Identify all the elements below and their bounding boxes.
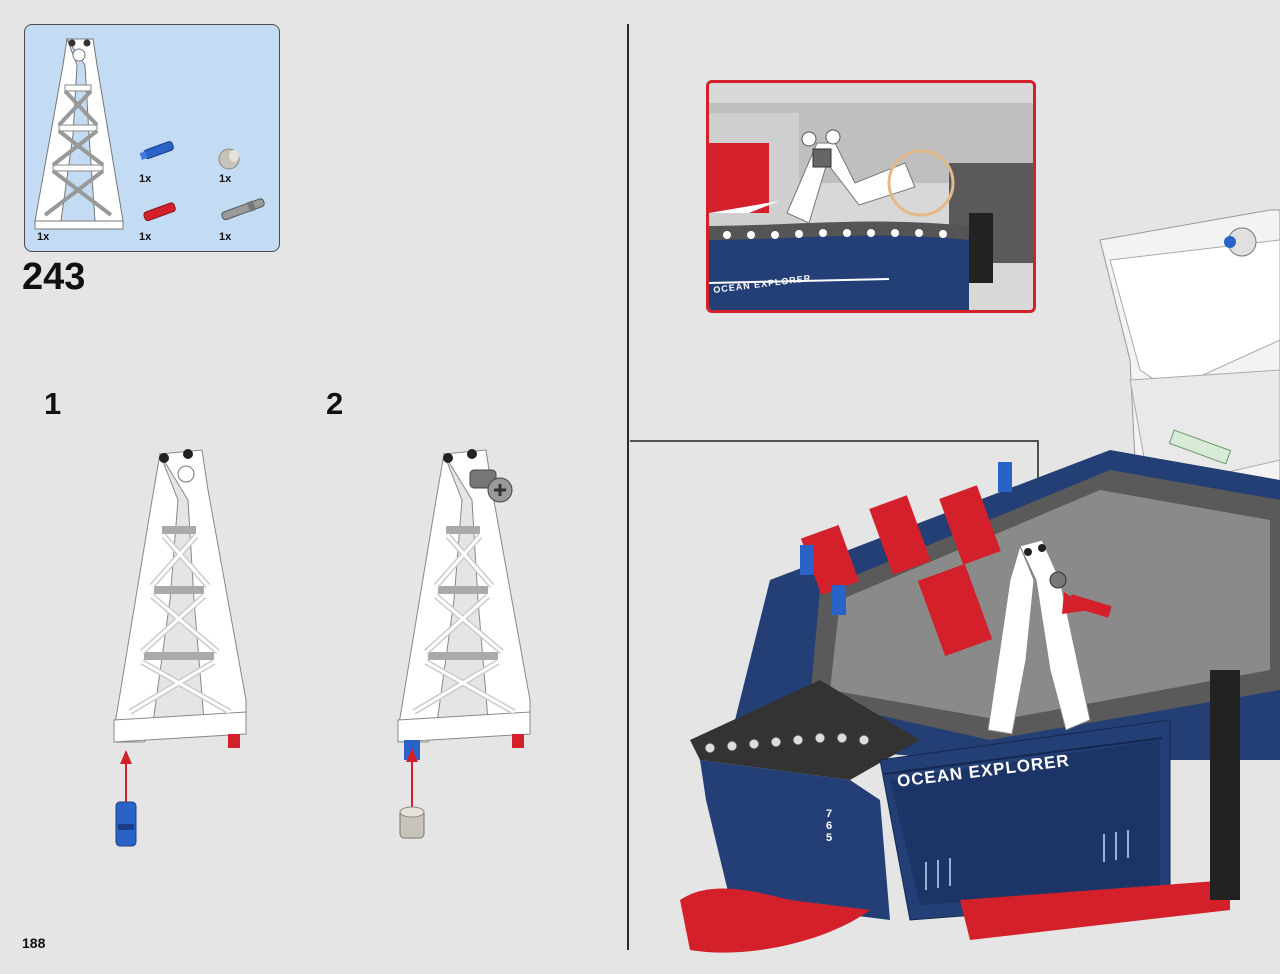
a-frame-icon xyxy=(397,449,531,760)
page-number: 188 xyxy=(22,935,46,951)
callout-illustration xyxy=(709,83,1033,310)
a-frame-icon xyxy=(113,449,247,748)
red-pin-part-icon xyxy=(143,202,176,222)
tan-bush-part-icon xyxy=(218,148,240,170)
gray-pin-part-icon xyxy=(221,198,265,221)
parts-list-box: 1x 1x 1x 1x 1x xyxy=(24,24,280,252)
page-divider xyxy=(627,24,629,950)
depth-marks: 7 6 5 xyxy=(826,808,833,844)
callout-detail-box: OCEAN EXPLORER xyxy=(706,80,1036,313)
qty-red-pin: 1x xyxy=(139,231,152,243)
sub-step-1-illustration xyxy=(113,449,247,847)
qty-tan-bush: 1x xyxy=(219,173,232,185)
ship-model-illustration xyxy=(680,209,1280,953)
qty-a-frame: 1x xyxy=(37,231,50,243)
a-frame-on-ship xyxy=(987,539,1091,735)
parts-illustration xyxy=(34,37,265,230)
blue-pin-icon xyxy=(115,801,137,847)
tan-bush-icon xyxy=(399,806,425,839)
step-number: 243 xyxy=(22,256,86,298)
blue-pin-part-icon xyxy=(139,141,174,160)
sub-step-2-illustration xyxy=(397,449,531,839)
gray-axle-pin-icon xyxy=(469,469,513,503)
qty-gray-pin: 1x xyxy=(219,231,232,243)
a-frame-part-icon xyxy=(34,37,124,230)
qty-blue-pin: 1x xyxy=(139,173,152,185)
sub-step-2-label: 2 xyxy=(326,386,344,421)
sub-step-1-label: 1 xyxy=(44,386,62,421)
beam-holes xyxy=(704,732,870,754)
